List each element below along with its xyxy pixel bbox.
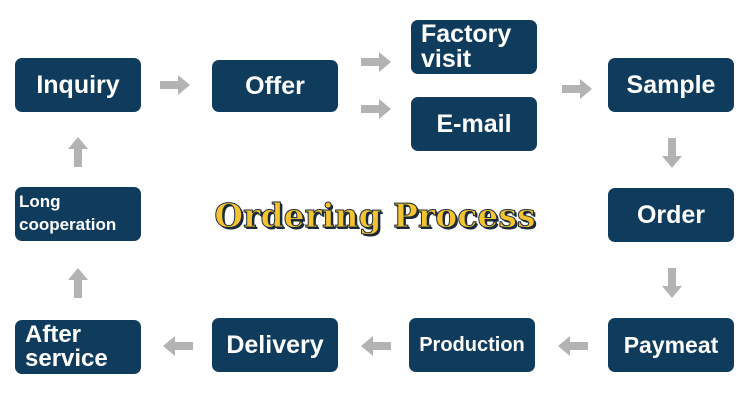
- arrow-right-icon: [562, 79, 592, 99]
- step-long-cooperation: Long cooperation: [15, 187, 141, 241]
- step-delivery-label: Delivery: [226, 330, 324, 359]
- arrow-right-icon: [361, 99, 391, 119]
- step-after-service-line2: service: [25, 345, 108, 372]
- step-email-label: E-mail: [436, 109, 512, 138]
- arrow-left-icon: [558, 336, 588, 356]
- arrow-down-icon: [662, 268, 682, 298]
- arrow-up-icon: [68, 268, 88, 298]
- step-long-cooperation-line2: cooperation: [19, 215, 117, 234]
- arrow-right-icon: [361, 52, 391, 72]
- step-sample-label: Sample: [626, 70, 716, 99]
- step-email: E-mail: [411, 97, 537, 151]
- step-offer: Offer: [212, 60, 338, 112]
- step-after-service: After service: [15, 320, 141, 374]
- step-factory-visit-line2: visit: [421, 45, 472, 73]
- diagram-title: Ordering Process: [214, 195, 536, 235]
- step-order-label: Order: [636, 200, 706, 229]
- step-order: Order: [608, 188, 734, 242]
- arrow-left-icon: [163, 336, 193, 356]
- arrow-up-icon: [68, 137, 88, 167]
- arrow-right-icon: [160, 75, 190, 95]
- step-paymeat: Paymeat: [608, 318, 734, 372]
- step-inquiry: Inquiry: [15, 58, 141, 112]
- step-factory-visit-line1: Factory: [421, 20, 512, 48]
- arrow-left-icon: [361, 336, 391, 356]
- step-production-label: Production: [419, 334, 525, 356]
- arrow-down-icon: [662, 138, 682, 168]
- step-sample: Sample: [608, 58, 734, 112]
- step-after-service-line1: After: [25, 321, 82, 348]
- step-factory-visit: Factory visit: [411, 20, 537, 74]
- step-production: Production: [409, 318, 535, 372]
- step-delivery: Delivery: [212, 318, 338, 372]
- step-paymeat-label: Paymeat: [623, 331, 719, 358]
- step-offer-label: Offer: [245, 71, 305, 100]
- step-long-cooperation-line1: Long: [19, 192, 61, 212]
- step-inquiry-label: Inquiry: [36, 70, 120, 99]
